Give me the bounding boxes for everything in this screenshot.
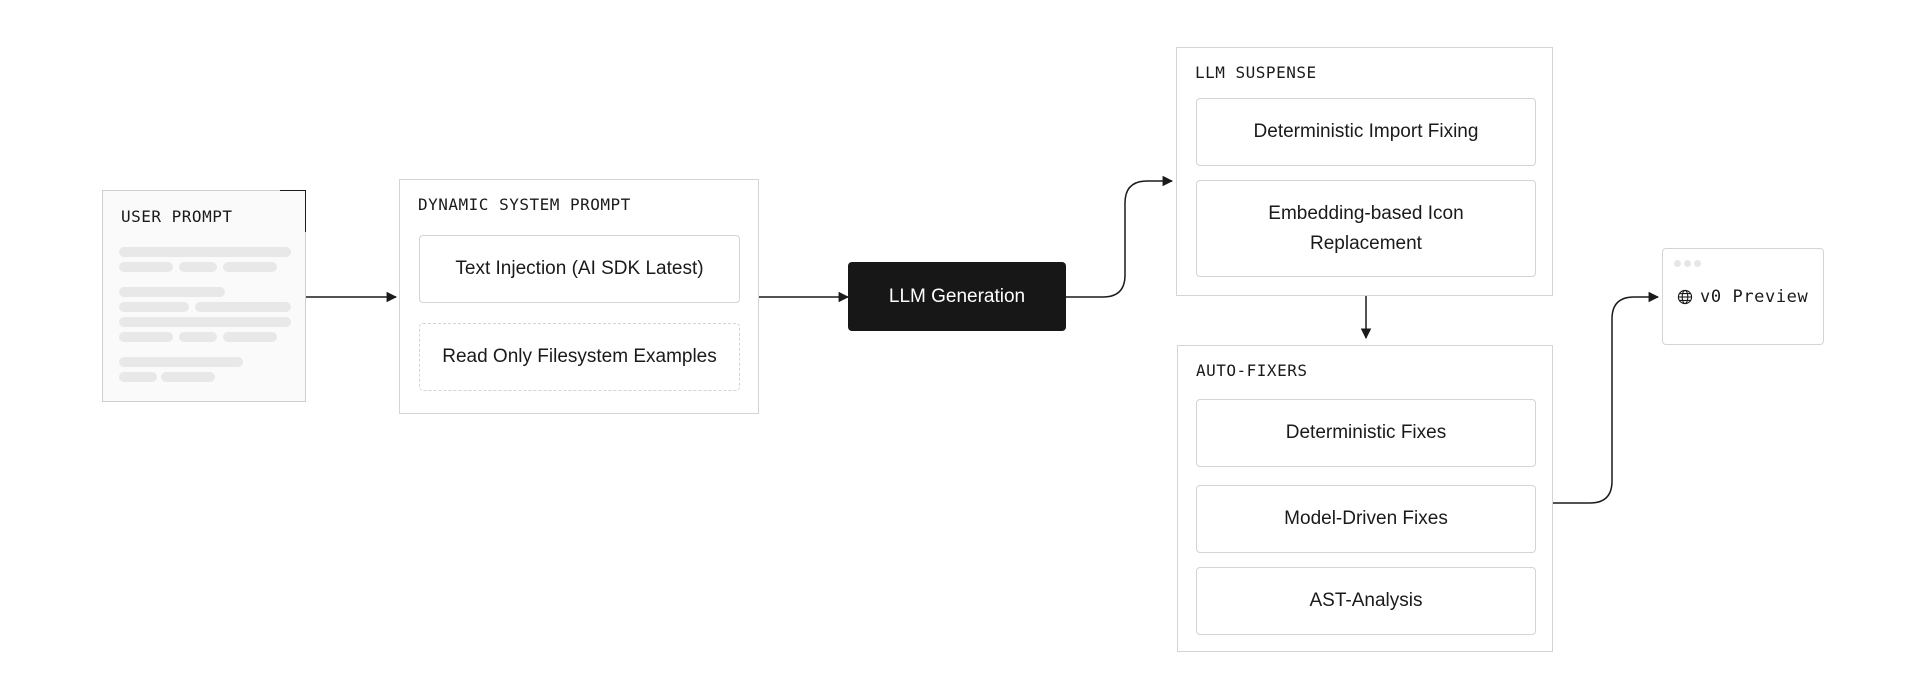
text-placeholder-line xyxy=(223,262,277,272)
user-prompt-title: USER PROMPT xyxy=(121,207,233,226)
ast-analysis-box: AST-Analysis xyxy=(1196,567,1536,635)
text-placeholder-line xyxy=(119,332,173,342)
text-injection-box: Text Injection (AI SDK Latest) xyxy=(419,235,740,303)
text-placeholder-line xyxy=(119,287,225,297)
text-placeholder-line xyxy=(223,332,277,342)
auto-fixers-panel: AUTO-FIXERS Deterministic Fixes Model-Dr… xyxy=(1177,345,1553,652)
globe-icon xyxy=(1677,289,1693,305)
text-placeholder-line xyxy=(119,262,173,272)
page-stack-edge xyxy=(280,190,306,232)
text-placeholder-line xyxy=(119,317,291,327)
window-control-dot xyxy=(1694,260,1701,267)
window-control-dot xyxy=(1674,260,1681,267)
text-placeholder-line xyxy=(161,372,215,382)
deterministic-import-fixing-box: Deterministic Import Fixing xyxy=(1196,98,1536,166)
user-prompt-card: USER PROMPT xyxy=(102,190,306,402)
auto-fixers-title: AUTO-FIXERS xyxy=(1196,361,1308,380)
dynamic-system-prompt-panel: DYNAMIC SYSTEM PROMPT Text Injection (AI… xyxy=(399,179,759,414)
text-placeholder-line xyxy=(179,332,217,342)
arrow-fixers-to-preview xyxy=(1553,291,1660,504)
text-placeholder-line xyxy=(119,357,243,367)
llm-suspense-panel: LLM SUSPENSE Deterministic Import Fixing… xyxy=(1176,47,1553,296)
v0-preview-label: v0 Preview xyxy=(1700,287,1809,307)
text-placeholder-line xyxy=(179,262,217,272)
text-placeholder-line xyxy=(119,247,291,257)
read-only-filesystem-box: Read Only Filesystem Examples xyxy=(419,323,740,391)
v0-preview-window: v0 Preview xyxy=(1662,248,1824,345)
arrow-llm-to-suspense xyxy=(1066,175,1174,298)
text-placeholder-line xyxy=(119,302,189,312)
model-driven-fixes-box: Model-Driven Fixes xyxy=(1196,485,1536,553)
llm-generation-node: LLM Generation xyxy=(848,262,1066,331)
dynamic-system-prompt-title: DYNAMIC SYSTEM PROMPT xyxy=(418,195,631,214)
deterministic-fixes-box: Deterministic Fixes xyxy=(1196,399,1536,467)
window-control-dot xyxy=(1684,260,1691,267)
text-placeholder-line xyxy=(119,372,157,382)
text-placeholder-line xyxy=(195,302,291,312)
llm-suspense-title: LLM SUSPENSE xyxy=(1195,63,1317,82)
embedding-icon-replacement-box: Embedding-based Icon Replacement xyxy=(1196,180,1536,277)
